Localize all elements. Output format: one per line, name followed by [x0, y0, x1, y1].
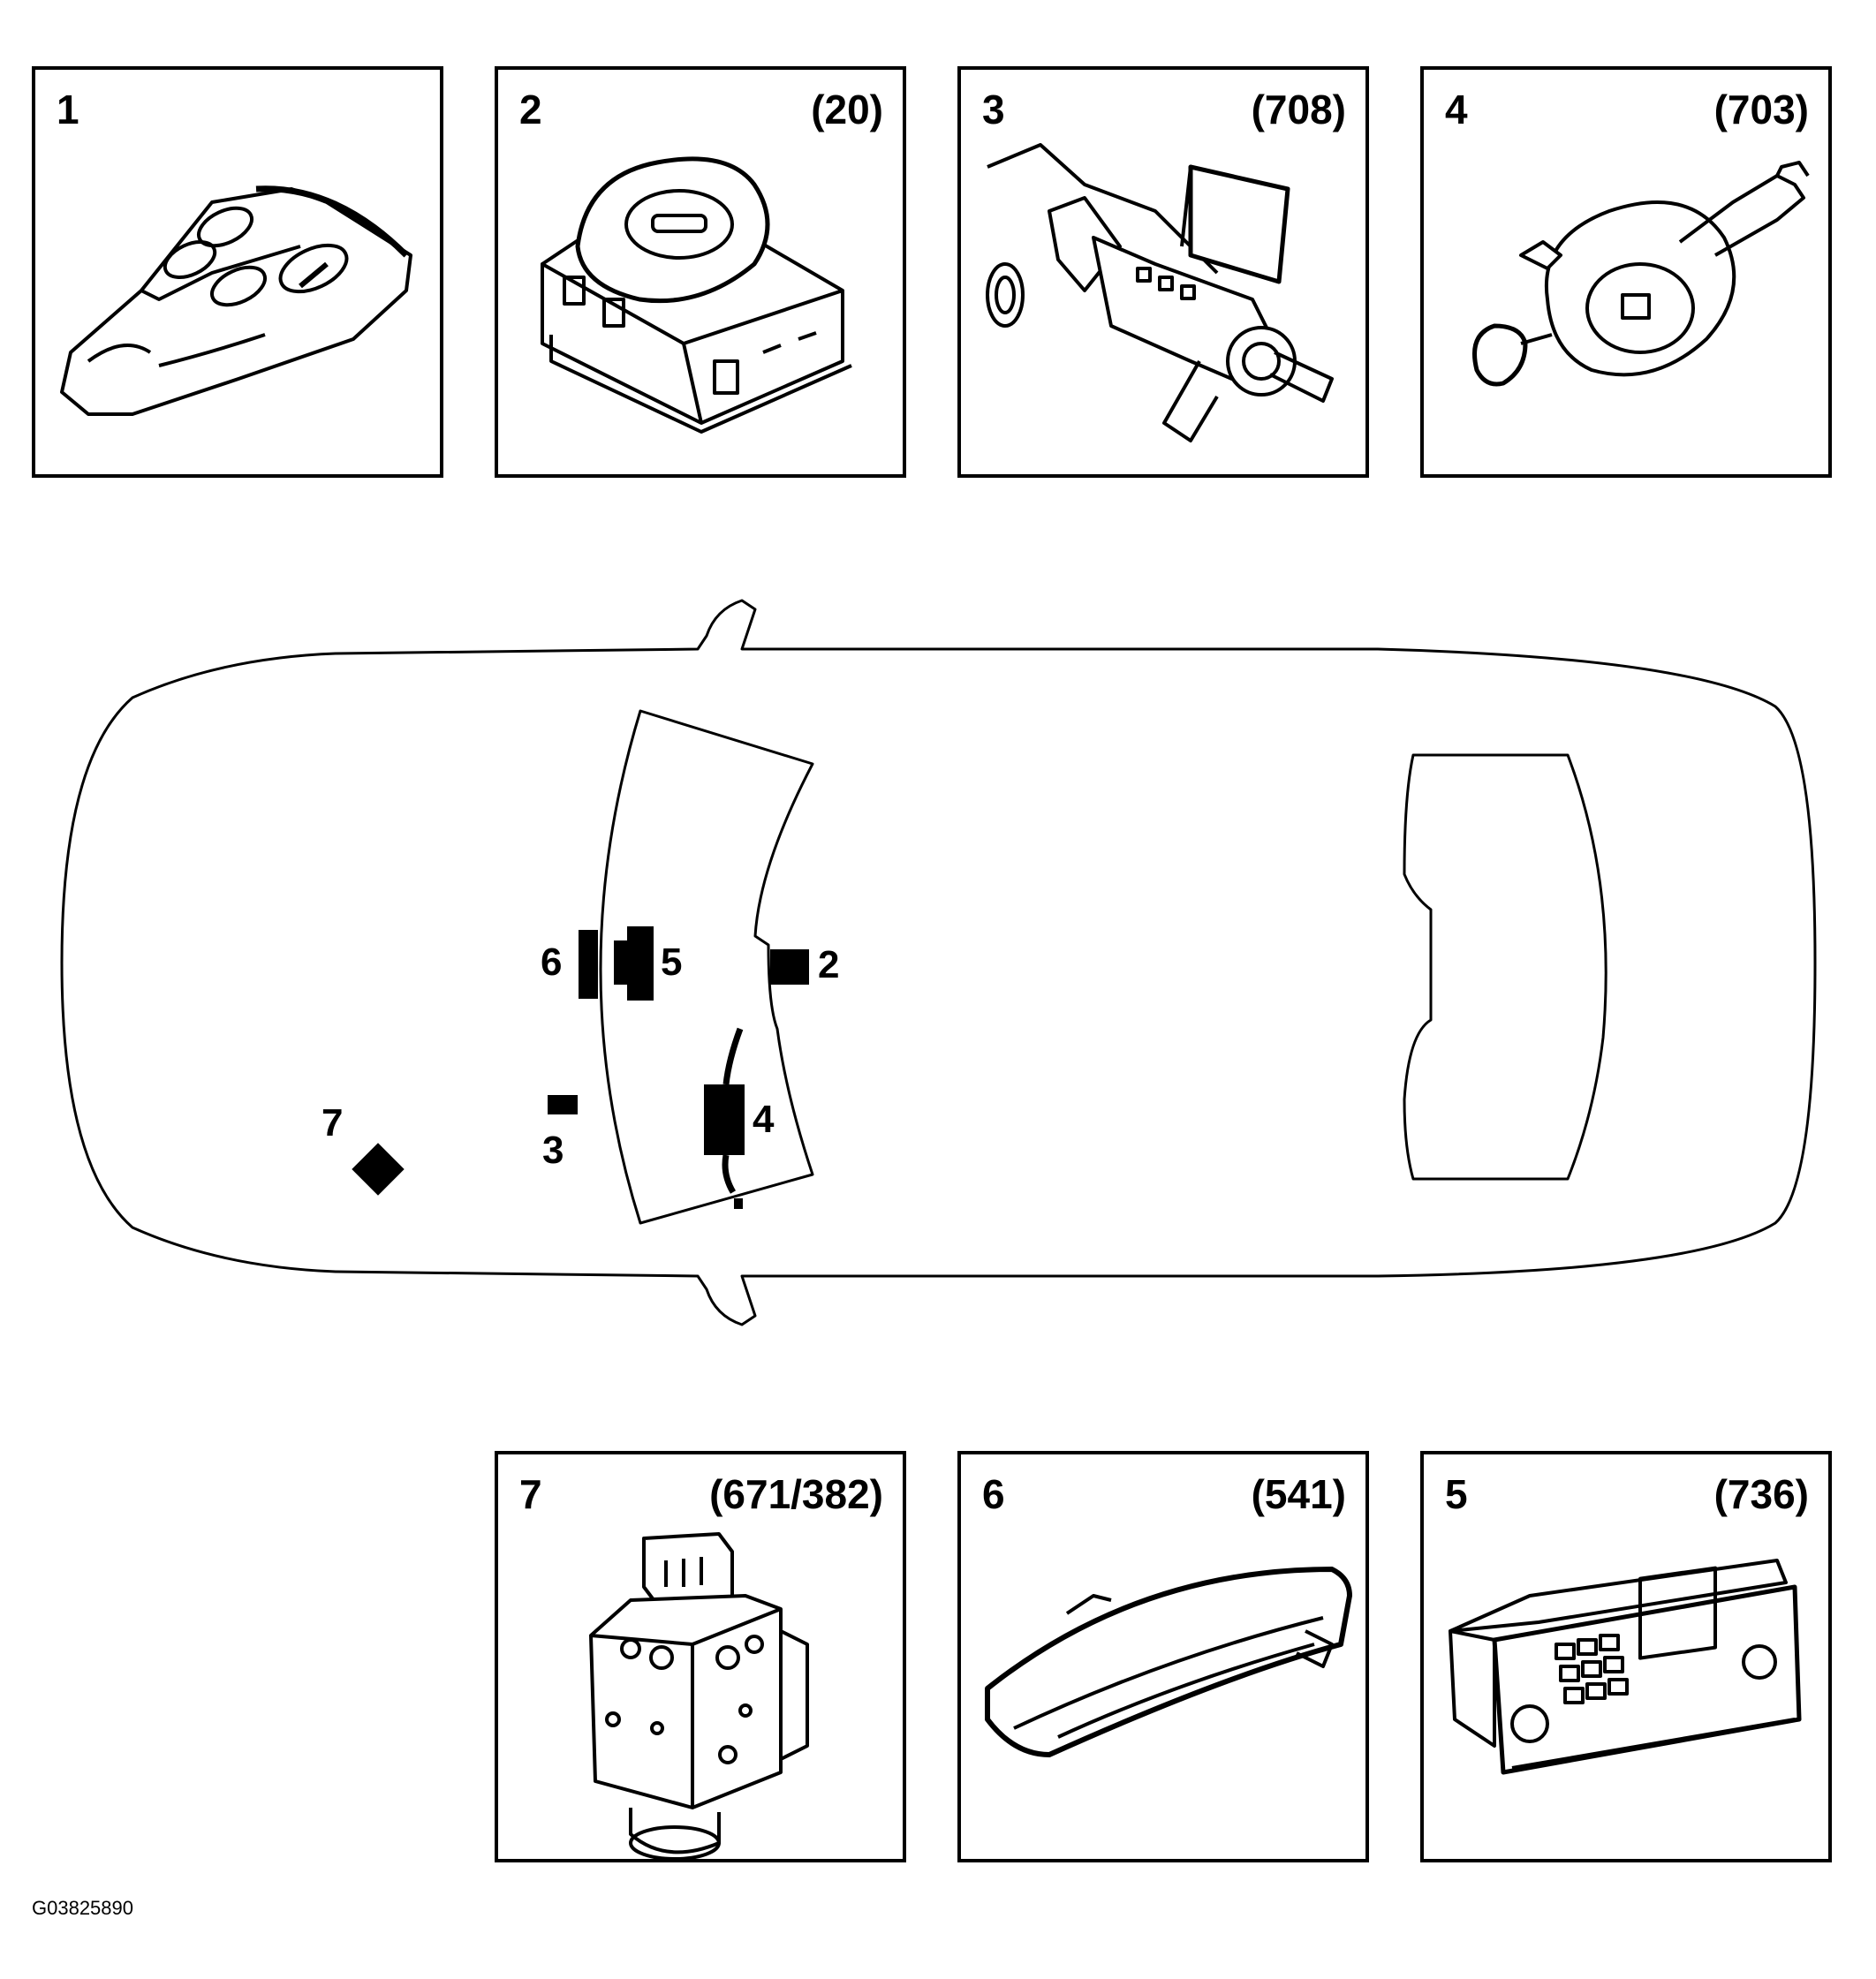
panel-number: 5	[1445, 1471, 1468, 1517]
steering-wheel-switch-module-icon	[1472, 161, 1810, 387]
climate-control-panel-icon	[1449, 1559, 1802, 1775]
panel-6: 6 (541)	[957, 1451, 1369, 1862]
panel-number: 2	[519, 87, 542, 132]
panel-code: (541)	[1251, 1471, 1346, 1517]
location-marker-2	[770, 949, 809, 985]
panel-code: (671/382)	[709, 1471, 883, 1517]
windshield-outline	[599, 709, 814, 1225]
steering-column-line	[722, 1027, 744, 1194]
map-label-2: 2	[818, 943, 840, 986]
panel-5: 5 (736)	[1420, 1451, 1832, 1862]
panel-number: 4	[1445, 87, 1468, 132]
location-marker-3	[548, 1095, 578, 1114]
car-body-outline	[60, 599, 1817, 1326]
panel-number: 6	[982, 1471, 1005, 1517]
location-marker-7	[352, 1143, 405, 1196]
instrument-cluster-icon	[985, 1567, 1352, 1757]
panel-7: 7 (671/382)	[495, 1451, 906, 1862]
steering-column-lock-icon	[986, 143, 1334, 442]
panel-3: 3 (708)	[957, 66, 1369, 478]
map-label-6: 6	[541, 940, 563, 984]
steering-column-end	[734, 1198, 743, 1209]
panel-code: (708)	[1251, 87, 1346, 132]
panel-code: (20)	[811, 87, 883, 132]
location-marker-5b	[627, 926, 654, 1001]
panel-2: 2 (20)	[495, 66, 906, 478]
panel-number: 7	[519, 1471, 542, 1517]
panel-1: 1	[32, 66, 443, 478]
map-label-5: 5	[661, 940, 683, 984]
panel-code: (703)	[1713, 87, 1809, 132]
location-marker-6	[579, 930, 598, 999]
location-marker-4	[704, 1084, 745, 1155]
figure-id: G03825890	[32, 1897, 133, 1919]
ignition-switch-module-icon	[541, 156, 852, 434]
map-label-4: 4	[753, 1098, 775, 1141]
rear-window-outline	[1403, 753, 1607, 1181]
abs-control-module-icon	[589, 1532, 809, 1861]
map-label-7: 7	[321, 1101, 344, 1144]
panel-number: 1	[57, 87, 79, 132]
panel-code: (736)	[1713, 1471, 1809, 1517]
map-label-3: 3	[542, 1129, 564, 1172]
key-fob-icon	[60, 185, 412, 416]
panel-number: 3	[982, 87, 1005, 132]
panel-4: 4 (703)	[1420, 66, 1832, 478]
